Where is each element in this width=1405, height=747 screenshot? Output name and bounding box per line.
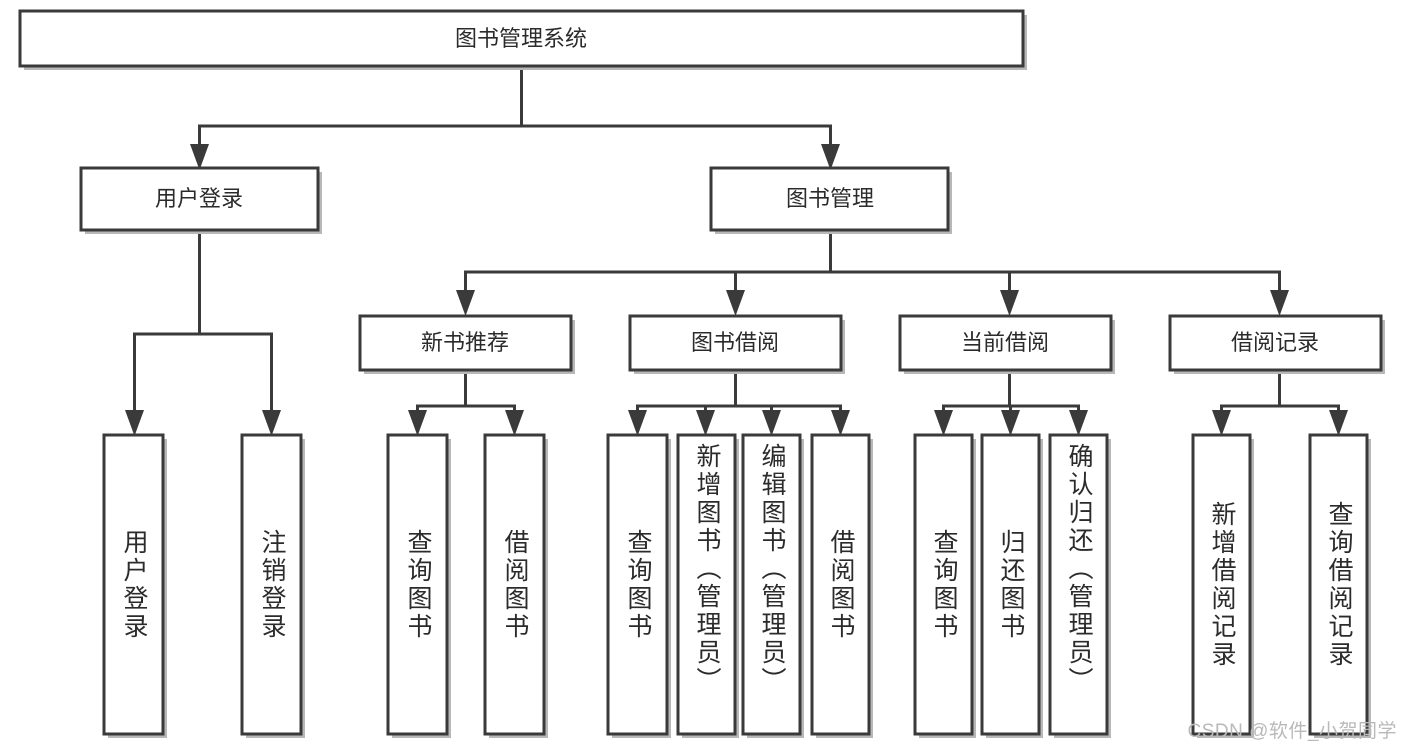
node-borrow-record-box[interactable] [1168,314,1383,372]
node-book-management-label: 图书管理 [786,186,874,211]
node-user-login[interactable]: 用户登录 [79,166,322,234]
node-root-box[interactable] [18,9,1025,68]
arrow-current-borrow-leaf-1 [934,410,953,436]
node-root[interactable]: 图书管理系统 [18,9,1027,70]
leaf-user-login-2-box[interactable] [240,433,303,736]
connector-layer [125,64,1348,436]
arrow-borrow-record-leaf-2 [1329,410,1348,436]
csdn-watermark: CSDN @软件_小贺同学 [1187,721,1397,742]
node-book-borrow[interactable]: 图书借阅 [628,314,845,374]
leaf-book-borrow-4-box[interactable] [810,433,871,736]
arrow-book-borrow-leaf-2 [696,410,715,436]
node-book-management[interactable]: 图书管理 [709,166,952,234]
leaf-borrow-record-2-box[interactable] [1308,433,1369,736]
node-new-book-recommend-box[interactable] [358,314,573,372]
leaf-current-borrow-2-box[interactable] [980,433,1041,736]
node-new-book-recommend-label: 新书推荐 [421,330,509,355]
arrow-book-mgmt-to-borrow [726,290,745,316]
arrow-new-book-leaf-2 [505,410,524,436]
arrow-book-borrow-leaf-1 [628,410,647,436]
arrow-book-borrow-leaf-3 [762,410,781,436]
node-current-borrow-box[interactable] [898,314,1113,372]
node-book-management-box[interactable] [709,166,950,232]
leaf-current-borrow-3-box[interactable] [1048,433,1109,736]
node-borrow-record-label: 借阅记录 [1231,330,1319,355]
arrow-user-login-leaf-1 [125,410,144,436]
node-current-borrow[interactable]: 当前借阅 [898,314,1115,374]
node-user-login-box[interactable] [79,166,320,232]
leaf-new-book-1-box[interactable] [386,433,449,736]
arrow-new-book-leaf-1 [408,410,427,436]
leaf-book-borrow-2-box[interactable] [676,433,737,736]
leaf-borrow-record-1-box[interactable] [1191,433,1252,736]
arrow-root-to-user-login [190,144,209,170]
arrow-book-mgmt-to-current [1000,290,1019,316]
leaf-box-layer [102,433,1371,738]
node-user-login-label: 用户登录 [155,186,243,211]
node-book-borrow-box[interactable] [628,314,843,372]
leaf-book-borrow-1-box[interactable] [606,433,669,736]
leaf-user-login-1-box[interactable] [102,433,165,736]
arrow-borrow-record-leaf-1 [1212,410,1231,436]
arrow-book-mgmt-to-record [1270,290,1289,316]
arrow-root-to-book-mgmt [821,144,840,170]
leaf-new-book-2-box[interactable] [483,433,546,736]
node-current-borrow-label: 当前借阅 [961,330,1049,355]
arrow-user-login-leaf-2 [262,410,281,436]
node-root-label: 图书管理系统 [455,26,587,51]
arrow-book-mgmt-to-new-book [456,290,475,316]
leaf-current-borrow-1-box[interactable] [913,433,974,736]
arrow-current-borrow-leaf-3 [1069,410,1088,436]
node-new-book-recommend[interactable]: 新书推荐 [358,314,575,374]
node-book-borrow-label: 图书借阅 [691,330,779,355]
node-borrow-record[interactable]: 借阅记录 [1168,314,1385,374]
arrow-current-borrow-leaf-2 [1001,410,1020,436]
arrow-book-borrow-leaf-4 [831,410,850,436]
leaf-book-borrow-3-box[interactable] [741,433,802,736]
